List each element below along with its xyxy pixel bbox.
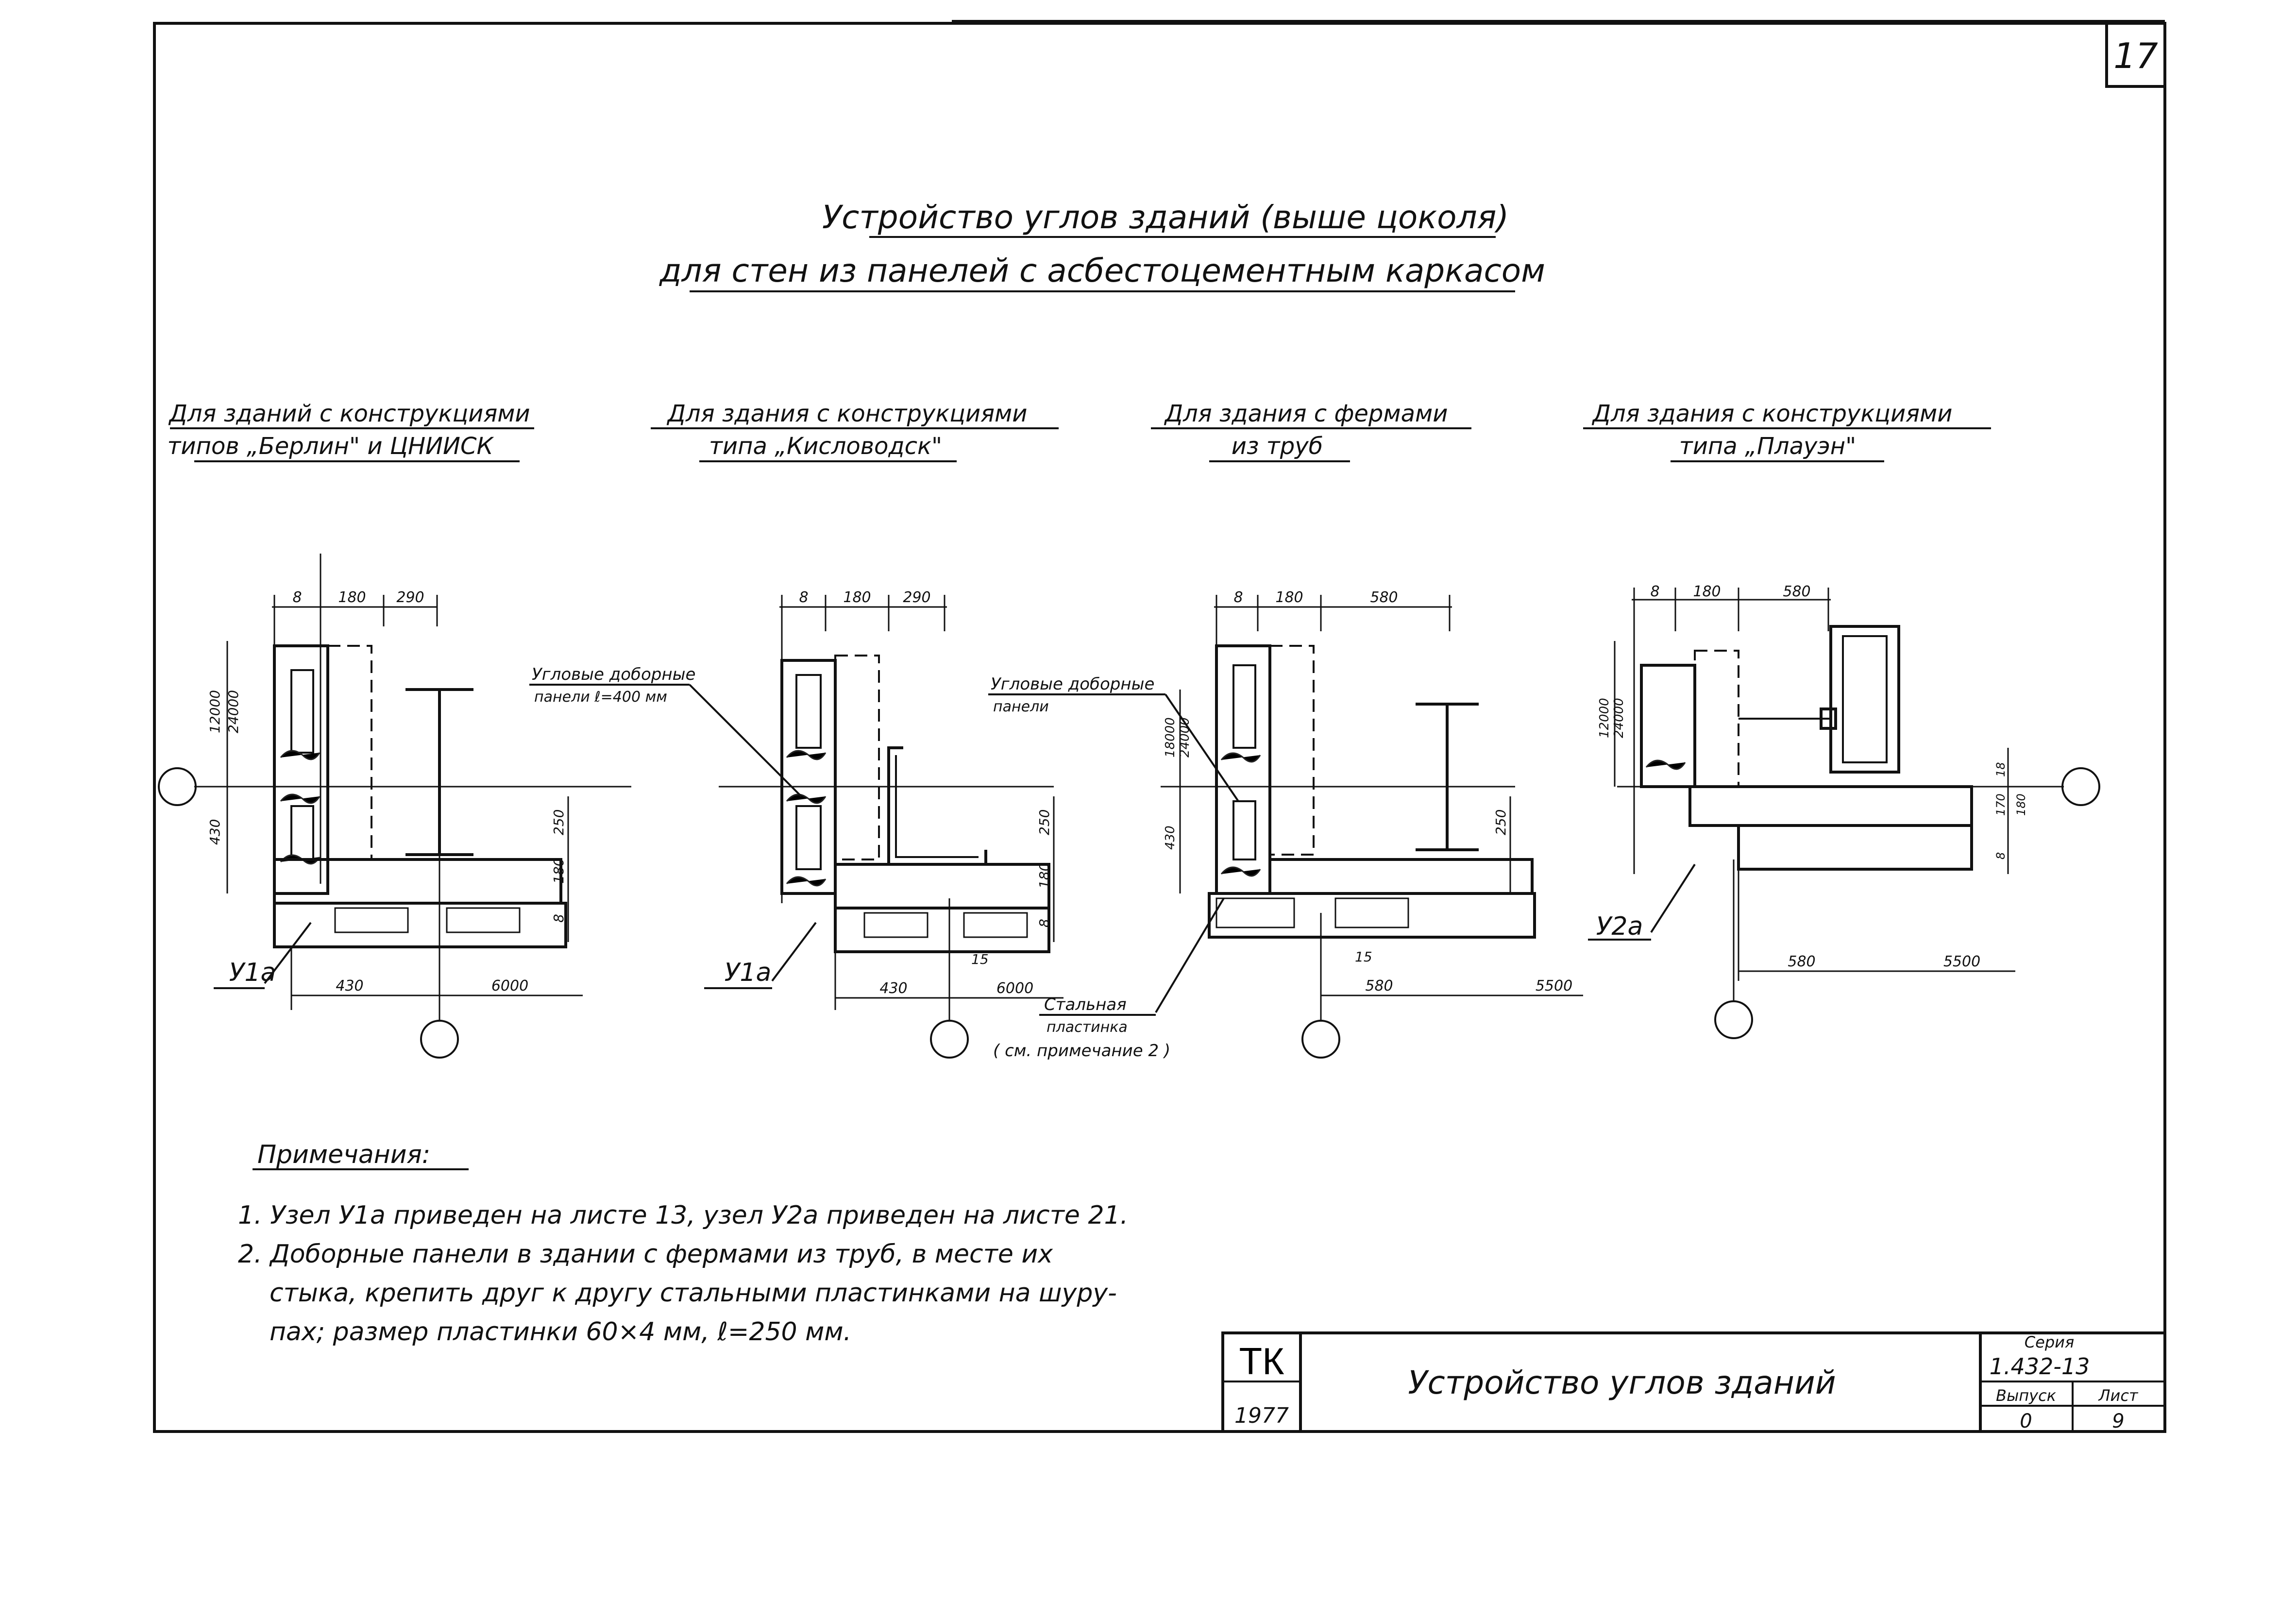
dim-side-4a: 12000	[1597, 698, 1612, 738]
dim-bottom-1a: 430	[336, 977, 363, 994]
dim-side-4b: 24000	[1612, 698, 1626, 738]
dim-side-4c: 18	[1994, 762, 2008, 777]
dim-top-3c: 580	[1370, 589, 1398, 606]
axis-marker-bottom-2	[930, 1020, 969, 1059]
dim-bottom-3c: 15	[1355, 949, 1372, 965]
dim-top-3b: 180	[1275, 589, 1303, 606]
dim-side-3d: 250	[1493, 809, 1509, 835]
axis-marker-left-1	[158, 767, 197, 806]
axis-marker-bottom-1	[420, 1020, 459, 1059]
section-2-heading-line-1: Для здания с конструкциями	[667, 400, 1028, 427]
dim-side-1d: 250	[551, 809, 567, 835]
title-block-title: Устройство углов зданий	[1408, 1364, 1836, 1401]
callout-steel-plate-1: Стальная	[1044, 995, 1127, 1014]
callout-steel-plate-3: ( см. примечание 2 )	[993, 1041, 1170, 1061]
section-heading-1: Для зданий с конструкциями типов „Берлин…	[167, 400, 534, 462]
dim-top-4c: 580	[1783, 583, 1810, 600]
section-4-heading-line-2: типа „Плауэн"	[1679, 433, 1856, 460]
dim-side-1b: 24000	[225, 690, 241, 733]
dim-bottom-4a: 580	[1788, 953, 1815, 970]
section-3-heading-line-2: из труб	[1232, 433, 1323, 460]
section-heading-3: Для здания с фермами из труб	[1151, 400, 1471, 462]
section-1-heading-line-1: Для зданий с конструкциями	[168, 400, 530, 427]
series-label: Серия	[2025, 1333, 2074, 1351]
dim-top-1c: 290	[396, 589, 424, 606]
dim-side-1a: 12000	[207, 690, 223, 733]
section-heading-4: Для здания с конструкциями типа „Плауэн"	[1583, 400, 1991, 462]
corner-detail-4: 8 180 580 12000 24000 580 5500 18 170 18…	[1588, 583, 2100, 1039]
note-2: 2. Доборные панели в здании с фермами из…	[238, 1240, 1053, 1269]
dim-side-4f: 8	[1994, 852, 2008, 859]
section-4-heading-line-1: Для здания с конструкциями	[1592, 400, 1953, 427]
axis-marker-bottom-4	[1714, 1000, 1753, 1039]
dim-side-4e: 180	[2014, 793, 2028, 816]
dim-top-3a: 8	[1233, 589, 1243, 606]
section-1-heading-line-2: типов „Берлин" и ЦНИИСК	[167, 433, 494, 460]
page-number: 17	[2113, 35, 2158, 76]
corner-detail-2: 8 180 290 430 6000 15 250 180 8 У1а Угло…	[529, 589, 1064, 1059]
dim-top-1a: 8	[292, 589, 302, 606]
callout-corner-panels-1: Угловые доборные	[532, 665, 695, 684]
notes-heading: Примечания:	[257, 1140, 430, 1169]
dim-side-3a: 18000	[1163, 717, 1178, 758]
title-line-2: для стен из панелей с асбестоцементным к…	[659, 252, 1545, 289]
dim-bottom-2c: 15	[971, 951, 989, 967]
page-number-box: 17	[2105, 22, 2166, 88]
axis-marker-bottom-3	[1301, 1020, 1340, 1059]
dim-bottom-3b: 5500	[1536, 977, 1572, 994]
org-code: ТК	[1239, 1340, 1284, 1382]
dim-side-4d: 170	[1994, 793, 2008, 816]
dim-top-1b: 180	[338, 589, 366, 606]
node-label-1: У1а	[229, 958, 276, 987]
dim-top-2b: 180	[843, 589, 871, 606]
corner-detail-1: 8 180 290 12000 24000 430 430 6000 250 1…	[158, 554, 631, 1059]
node-label-2: У1а	[725, 958, 772, 987]
dim-side-1e: 180	[551, 858, 567, 884]
section-2-heading-line-2: типа „Кисловодск"	[709, 433, 942, 460]
title-line-1: Устройство углов зданий (выше цоколя)	[822, 199, 1509, 236]
dim-side-1f: 8	[551, 914, 567, 923]
sheet-value: 9	[2112, 1410, 2124, 1432]
section-heading-2: Для здания с конструкциями типа „Кислово…	[651, 400, 1059, 462]
dim-top-2a: 8	[799, 589, 808, 606]
year: 1977	[1234, 1403, 1289, 1428]
dim-bottom-2b: 6000	[996, 980, 1033, 997]
dim-top-2c: 290	[903, 589, 930, 606]
note-2-cont-2: пах; размер пластинки 60×4 мм, ℓ=250 мм.	[270, 1317, 851, 1347]
dim-bottom-2a: 430	[879, 980, 907, 997]
dim-side-2b: 180	[1036, 863, 1052, 889]
dim-bottom-3a: 580	[1365, 977, 1393, 994]
callout-corner-panels2-2: панели	[993, 698, 1049, 715]
dim-side-3c: 430	[1163, 825, 1178, 850]
node-label-4: У2а	[1596, 912, 1643, 941]
notes-block: Примечания: 1. Узел У1а приведен на лист…	[238, 1140, 1128, 1347]
title-block: ТК 1977 Устройство углов зданий Серия 1.…	[1221, 1331, 2166, 1433]
dim-bottom-1b: 6000	[491, 977, 528, 994]
sheet-frame	[153, 22, 2166, 1433]
dim-bottom-4b: 5500	[1943, 953, 1980, 970]
note-1: 1. Узел У1а приведен на листе 13, узел У…	[238, 1201, 1128, 1230]
callout-steel-plate-2: пластинка	[1047, 1019, 1128, 1036]
dim-top-4a: 8	[1650, 583, 1659, 600]
note-2-cont-1: стыка, крепить друг к другу стальными пл…	[270, 1279, 1117, 1308]
axis-marker-right-4	[2061, 767, 2100, 806]
dim-side-2a: 250	[1036, 809, 1052, 835]
dim-side-1c: 430	[207, 819, 223, 845]
corner-detail-3: 8 180 580 18000 24000 430 580 5500 15 25…	[988, 589, 1583, 1061]
series-value: 1.432-13	[1990, 1353, 2090, 1380]
dim-top-4b: 180	[1693, 583, 1721, 600]
sheet-label: Лист	[2098, 1386, 2138, 1405]
issue-label: Выпуск	[1996, 1386, 2057, 1405]
callout-corner-panels2-1: Угловые доборные	[991, 674, 1154, 694]
drawing-title: Устройство углов зданий (выше цоколя) дл…	[659, 199, 1545, 292]
section-3-heading-line-1: Для здания с фермами	[1164, 400, 1448, 427]
callout-corner-panels-2: панели ℓ=400 мм	[534, 689, 667, 706]
issue-value: 0	[2020, 1410, 2032, 1432]
dim-side-2c: 8	[1036, 919, 1052, 927]
